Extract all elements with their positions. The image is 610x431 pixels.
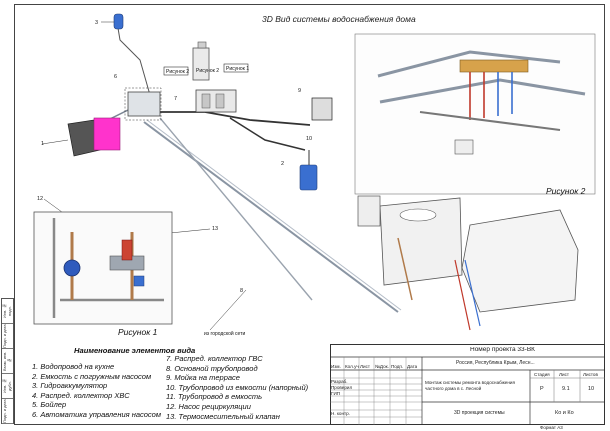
fig2-callout-label: Рисунок 2 bbox=[166, 69, 190, 75]
recirculation-pump bbox=[63, 259, 81, 277]
legend-heading: Наименование элементов вида bbox=[74, 346, 196, 355]
bath-hot-pipe bbox=[454, 259, 471, 331]
fig1-callout-box bbox=[223, 63, 249, 73]
bathtub bbox=[461, 209, 579, 313]
legend-item: 13. Термосмесительный клапан bbox=[166, 411, 280, 421]
legend-item: 9. Мойка на террасе bbox=[166, 373, 240, 383]
bath-cold-pipe bbox=[464, 259, 481, 327]
project-description: Монтаж системы ремонта водоснабжения час… bbox=[425, 380, 515, 391]
pump-tank bbox=[299, 164, 318, 191]
sheet-label: Лист bbox=[559, 372, 569, 377]
callout-10: 10 bbox=[306, 136, 312, 142]
view-name: 3D проекция системы bbox=[454, 410, 505, 416]
callout-3: 3 bbox=[95, 20, 98, 26]
stage-label: Стадия bbox=[534, 372, 550, 377]
figure2-frame bbox=[354, 33, 596, 195]
riser-pipe bbox=[117, 27, 151, 96]
title-block: Номер проекта 33-ВК Россия, Республика К… bbox=[330, 344, 605, 425]
callout-9: 9 bbox=[298, 88, 301, 94]
organization-name: Ко и Ко bbox=[555, 410, 574, 416]
terrace-sink bbox=[311, 97, 333, 121]
callout-6: 6 bbox=[114, 74, 117, 80]
legend-item: 5. Бойлер bbox=[32, 400, 67, 410]
main-pipe bbox=[143, 121, 399, 313]
row-label: Н. контр. bbox=[331, 411, 350, 416]
callout-7: 7 bbox=[174, 96, 177, 102]
fig2-control-box bbox=[454, 139, 474, 155]
side-strip: Инв. № подл. Подп. и дата Взам. инв. № И… bbox=[1, 298, 14, 424]
terrace-pipe bbox=[150, 111, 311, 126]
fig2-callout-box bbox=[163, 66, 189, 76]
tank-pipe bbox=[229, 117, 306, 151]
header-col: №Док. bbox=[375, 364, 389, 369]
legend-item: 8. Основной трубопровод bbox=[166, 363, 258, 373]
figure1-caption: Рисунок 1 bbox=[118, 327, 158, 337]
fig2-callout-label: Рисунок 2 bbox=[196, 68, 220, 74]
header-col: Кол.уч bbox=[345, 364, 359, 369]
header-col: Изм. bbox=[331, 364, 341, 369]
drawing-frame bbox=[14, 4, 605, 425]
sheets-label: Листов bbox=[583, 372, 598, 377]
pump-cluster bbox=[127, 91, 161, 117]
city-feed-pipe bbox=[159, 117, 313, 301]
callout-13: 13 bbox=[212, 226, 218, 232]
callout-12: 12 bbox=[37, 196, 43, 202]
callout-8: 8 bbox=[240, 288, 243, 294]
legend-item: 12. Насос рециркуляции bbox=[166, 401, 251, 411]
kitchen-unit-magenta bbox=[93, 117, 121, 151]
header-col: Дата bbox=[407, 364, 418, 369]
title-block-grid bbox=[330, 344, 605, 425]
accumulator-tank bbox=[113, 13, 124, 30]
fig2-distribution bbox=[419, 111, 561, 131]
collector-valve bbox=[201, 93, 211, 109]
project-number: Номер проекта 33-ВК bbox=[470, 347, 535, 353]
callout-2: 2 bbox=[281, 161, 284, 167]
fig2-main-pipe bbox=[379, 78, 586, 104]
stage-value: Р bbox=[540, 386, 544, 392]
sheets-value: 10 bbox=[588, 386, 595, 392]
fig1-callout-label: Рисунок 1 bbox=[226, 66, 250, 72]
main-pipe-highlight bbox=[146, 119, 402, 311]
toilet-cistern bbox=[357, 195, 381, 227]
hot-valve bbox=[121, 239, 133, 261]
boiler-top bbox=[197, 41, 207, 49]
fig1-region bbox=[124, 87, 162, 121]
cold-valve bbox=[133, 275, 145, 287]
legend-item: 2. Емкость с погружным насосом bbox=[32, 371, 152, 381]
figure1-frame bbox=[33, 211, 173, 325]
city-network-label: из городской сети bbox=[204, 331, 246, 337]
fig2-collector bbox=[459, 59, 529, 73]
fig2-main-pipe bbox=[377, 50, 561, 78]
leader-line bbox=[209, 289, 247, 331]
legend-item: 11. Трубопровод в емкость bbox=[166, 392, 263, 402]
legend-right-column: 7. Распред. коллектор ГВС 8. Основной тр… bbox=[166, 354, 308, 421]
row-label: Проверил bbox=[331, 385, 353, 390]
diagram-title: 3D Вид системы водоснабжения дома bbox=[262, 14, 416, 24]
legend-item: 7. Распред. коллектор ГВС bbox=[166, 354, 263, 363]
bath-vanity bbox=[379, 197, 463, 286]
header-col: Лист bbox=[360, 364, 370, 369]
boiler bbox=[192, 47, 210, 81]
legend-item: 6. Автоматика управления насосом bbox=[32, 409, 161, 419]
washbasin bbox=[399, 208, 437, 222]
legend-item: 4. Распред. коллектор ХВС bbox=[32, 390, 130, 400]
collector-valve bbox=[215, 93, 225, 109]
legend-left-column: 1. Водопровод на кухне 2. Емкость с погр… bbox=[32, 362, 161, 420]
legend-item: 3. Гидроаккумулятор bbox=[32, 381, 108, 391]
vanity-supply bbox=[397, 237, 413, 301]
project-address: Россия, Республика Крым, Лесн... bbox=[456, 360, 535, 366]
figure2-caption: Рисунок 2 bbox=[546, 186, 586, 196]
sheet-format: Формат А3 bbox=[540, 425, 563, 430]
header-col: Подп. bbox=[391, 364, 404, 369]
legend-item: 10. Трубопровод из емкости (напорный) bbox=[166, 382, 309, 392]
row-label: Разраб. bbox=[331, 379, 348, 384]
legend-item: 1. Водопровод на кухне bbox=[32, 362, 115, 371]
row-label: ГИП bbox=[331, 391, 341, 396]
leader-line bbox=[41, 139, 69, 145]
sheet-value: 9.1 bbox=[562, 386, 570, 392]
